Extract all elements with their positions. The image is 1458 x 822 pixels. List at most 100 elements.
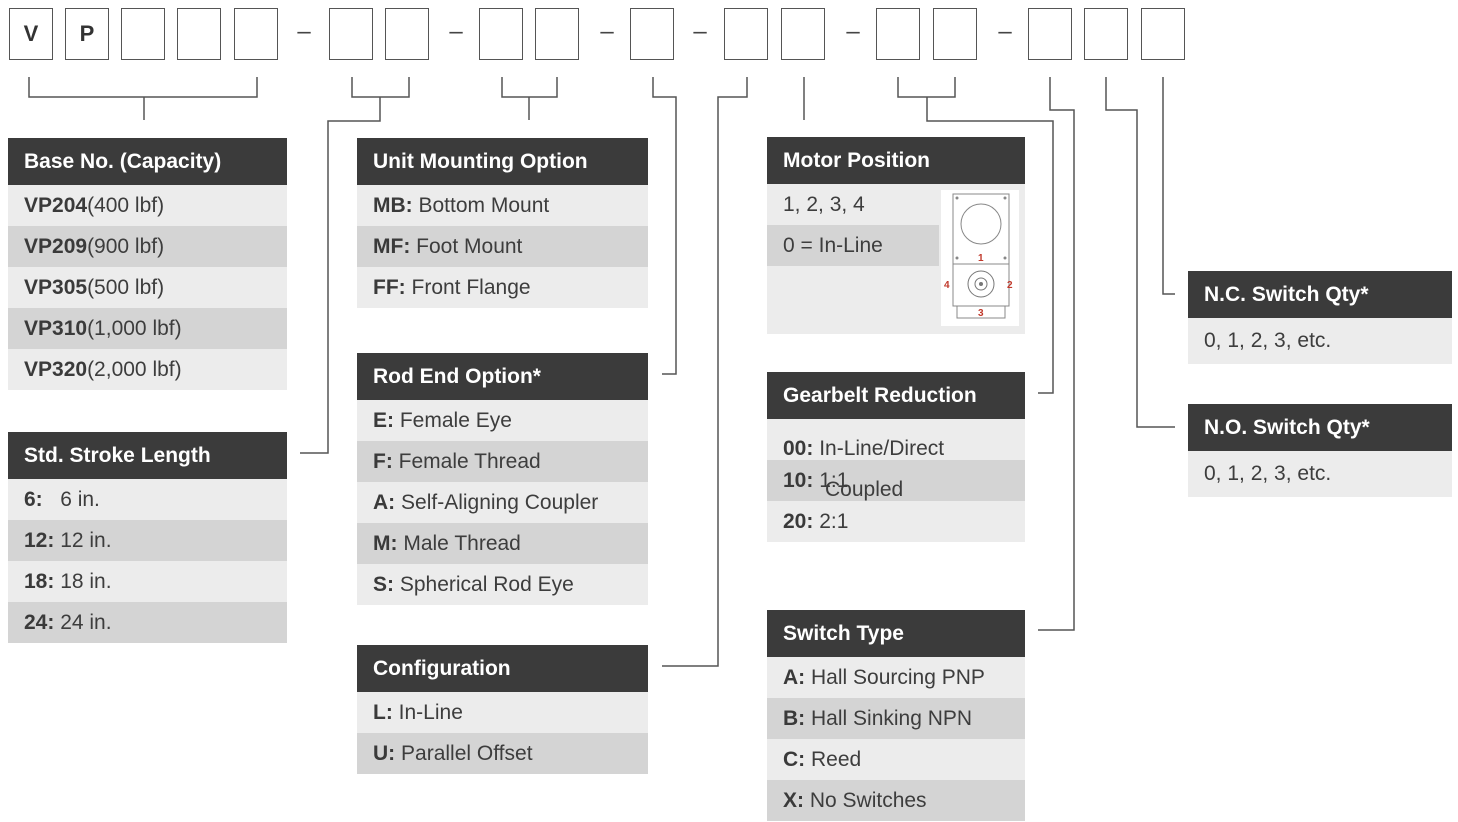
row-key: 10: xyxy=(783,469,814,492)
base-row: VP305(500 lbf) xyxy=(8,267,287,308)
motor-row: 1, 2, 3, 4 xyxy=(767,184,939,225)
rodend-row: E: Female Eye xyxy=(357,400,648,441)
row-value: Front Flange xyxy=(411,276,531,299)
panel-title: N.O. Switch Qty* xyxy=(1188,404,1452,451)
gearbelt-row: 00: In-Line/Direct Coupled xyxy=(767,419,1025,501)
connector-stroke xyxy=(300,97,381,454)
code-separator: – xyxy=(297,18,311,45)
code-box-3 xyxy=(121,8,165,60)
config-row: L: In-Line xyxy=(357,692,648,733)
code-separator: – xyxy=(846,18,860,45)
mounting-row: MB: Bottom Mount xyxy=(357,185,648,226)
row-value: Male Thread xyxy=(403,532,521,555)
row-key: B: xyxy=(783,707,806,730)
code-box-4 xyxy=(177,8,221,60)
row-key: U: xyxy=(373,742,396,765)
bracket-mounting xyxy=(501,77,558,98)
code-box-6 xyxy=(329,8,373,60)
code-box-1: V xyxy=(9,8,53,60)
code-box-14 xyxy=(933,8,977,60)
panel-title: Unit Mounting Option xyxy=(357,138,648,185)
row-key: E: xyxy=(373,409,394,432)
base-row: VP320(2,000 lbf) xyxy=(8,349,287,390)
row-value: 12 in. xyxy=(60,529,112,552)
code-box-11 xyxy=(724,8,768,60)
config-row: U: Parallel Offset xyxy=(357,733,648,774)
rodend-row: A: Self-Aligning Coupler xyxy=(357,482,648,523)
switchtype-row: C: Reed xyxy=(767,739,1025,780)
connector-switchtype xyxy=(1038,77,1075,631)
rodend-row: S: Spherical Rod Eye xyxy=(357,564,648,605)
row-value: (1,000 lbf) xyxy=(87,317,182,340)
row-key: VP310 xyxy=(24,317,88,340)
stroke-row: 18: 18 in. xyxy=(8,561,287,602)
connector-config xyxy=(662,77,748,667)
row-value: Hall Sinking NPN xyxy=(811,707,973,730)
panel-base-number: Base No. (Capacity) VP204(400 lbf)VP209(… xyxy=(8,138,287,390)
panel-title: Configuration xyxy=(357,645,648,692)
code-box-13 xyxy=(876,8,920,60)
code-box-10 xyxy=(630,8,674,60)
row-key: A: xyxy=(783,666,806,689)
code-box-2: P xyxy=(65,8,109,60)
no-row: 0, 1, 2, 3, etc. xyxy=(1188,451,1452,497)
row-value: (500 lbf) xyxy=(87,276,165,299)
code-box-5 xyxy=(234,8,278,60)
row-key: F: xyxy=(373,450,393,473)
row-value: Female Thread xyxy=(398,450,541,473)
motor-row: 0 = In-Line xyxy=(767,225,939,266)
code-box-8 xyxy=(479,8,523,60)
panel-title: Rod End Option* xyxy=(357,353,648,400)
row-key: 18: xyxy=(24,570,55,593)
row-value: Reed xyxy=(811,748,862,771)
code-separator: – xyxy=(693,18,707,45)
row-value: Foot Mount xyxy=(416,235,523,258)
motor-label-4: 4 xyxy=(944,280,950,291)
row-key: L: xyxy=(373,701,393,724)
base-row: VP204(400 lbf) xyxy=(8,185,287,226)
row-value: No Switches xyxy=(809,789,927,812)
row-value: 24 in. xyxy=(60,611,112,634)
panel-nc-switch-qty: N.C. Switch Qty* 0, 1, 2, 3, etc. xyxy=(1188,271,1452,364)
motor-label-1: 1 xyxy=(978,253,984,264)
row-value: 2:1 xyxy=(819,510,849,533)
code-box-12 xyxy=(781,8,825,60)
row-value: Bottom Mount xyxy=(418,194,550,217)
switchtype-row: B: Hall Sinking NPN xyxy=(767,698,1025,739)
row-value: Self-Aligning Coupler xyxy=(401,491,599,514)
panel-title: N.C. Switch Qty* xyxy=(1188,271,1452,318)
panel-gearbelt-reduction: Gearbelt Reduction 00: In-Line/Direct Co… xyxy=(767,372,1025,542)
row-key: C: xyxy=(783,748,806,771)
row-key: 24: xyxy=(24,611,55,634)
mounting-row: MF: Foot Mount xyxy=(357,226,648,267)
motor-label-3: 3 xyxy=(978,308,984,319)
bracket-base xyxy=(28,77,258,98)
row-key: VP204 xyxy=(24,194,88,217)
row-value: Parallel Offset xyxy=(401,742,533,765)
row-key: 20: xyxy=(783,510,814,533)
panel-title: Gearbelt Reduction xyxy=(767,372,1025,419)
row-key: MF: xyxy=(373,235,411,258)
nc-row: 0, 1, 2, 3, etc. xyxy=(1188,318,1452,364)
connector-no xyxy=(1105,77,1175,428)
switchtype-row: A: Hall Sourcing PNP xyxy=(767,657,1025,698)
code-box-15 xyxy=(1028,8,1072,60)
code-separator: – xyxy=(449,18,463,45)
base-row: VP310(1,000 lbf) xyxy=(8,308,287,349)
row-key: 00: xyxy=(783,437,814,460)
row-value: 6 in. xyxy=(60,488,100,511)
panel-no-switch-qty: N.O. Switch Qty* 0, 1, 2, 3, etc. xyxy=(1188,404,1452,497)
mounting-row: FF: Front Flange xyxy=(357,267,648,308)
row-value: 1:1 xyxy=(819,469,849,492)
row-key: VP305 xyxy=(24,276,88,299)
row-value: Female Eye xyxy=(399,409,512,432)
row-value: (900 lbf) xyxy=(87,235,165,258)
row-value: (2,000 lbf) xyxy=(87,358,182,381)
switchtype-row: X: No Switches xyxy=(767,780,1025,821)
stroke-row: 24: 24 in. xyxy=(8,602,287,643)
rodend-row: F: Female Thread xyxy=(357,441,648,482)
row-key: FF: xyxy=(373,276,406,299)
